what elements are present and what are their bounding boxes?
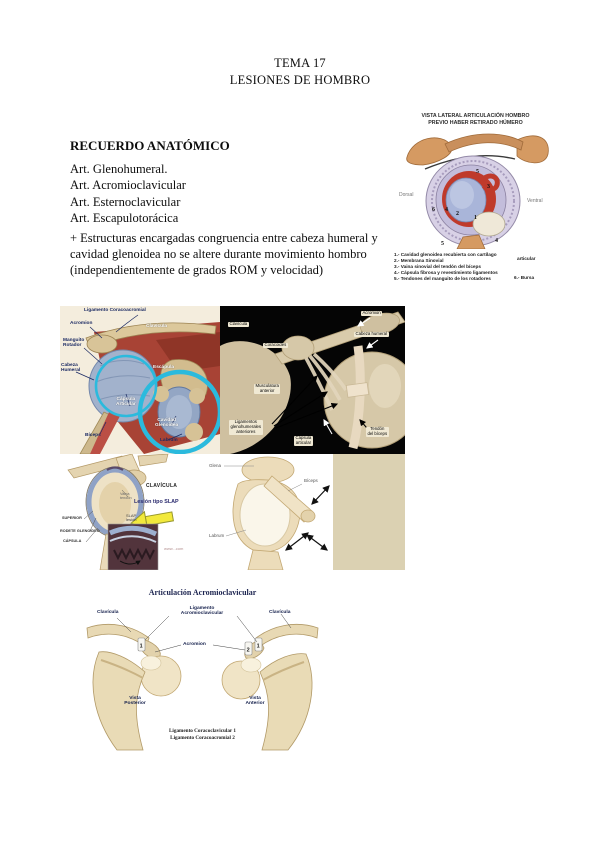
- watermark-text: www...com: [164, 546, 184, 551]
- lateral-figure-legend: 1.- Cavidad glenoidea recubierta con car…: [394, 252, 558, 282]
- label-vista-anterior: Vista Anterior: [245, 696, 265, 707]
- label-clavicula-3d: Clavícula: [228, 321, 249, 327]
- figure-lateral-view: VISTA LATERAL ARTICULACIÓN HOMBRO PREVIO…: [393, 113, 558, 293]
- label-capsula-articular-3d: Cápsula articular: [294, 435, 313, 446]
- label-clavicula-left-ac: Clavícula: [97, 610, 119, 615]
- section-heading: RECUERDO ANATÓMICO: [70, 138, 230, 153]
- label-biceps: Bíceps: [85, 433, 101, 438]
- figure-acromioclavicular: Articulación Acromioclavicular: [85, 588, 320, 764]
- dorsal-label: Dorsal: [399, 192, 414, 198]
- marker-6: 6: [432, 207, 435, 213]
- paragraph-line: (independientemente de grados ROM y velo…: [70, 263, 324, 277]
- label-slap-lesion: SLAP lesión: [126, 513, 137, 523]
- marker-2: 2: [456, 211, 459, 217]
- label-coracoides-3d: Coracoides: [263, 342, 288, 348]
- marker-3: 3: [487, 184, 490, 190]
- label-clavicula-right-ac: Clavícula: [269, 610, 291, 615]
- label-glena: Glena: [209, 463, 222, 468]
- anatomy-collage: Ligamento Coracoacromial Acromion Clavíc…: [60, 306, 405, 570]
- lateral-figure-title: VISTA LATERAL ARTICULACIÓN HOMBRO PREVIO…: [393, 113, 558, 126]
- legend-item-3: 3.- Vaina sinovial del tendón del bíceps: [394, 263, 482, 269]
- legend-item-2: 2.- Membrana Sinovial: [394, 257, 444, 263]
- marker-4b: 4: [495, 238, 498, 244]
- list-item: Art. Glenohumeral.: [70, 162, 168, 176]
- ventral-label: Ventral: [527, 198, 543, 204]
- capsule-illustration: [60, 306, 220, 454]
- title-line-2: LESIONES DE HOMBRO: [229, 73, 371, 87]
- ac-legend-line-2: Ligamento Coracoacromial 2: [170, 734, 235, 741]
- label-capsula-slap: CÁPSULA: [63, 539, 82, 543]
- label-labrum: Labrum: [160, 438, 178, 443]
- label-ligamento-coracoacromial: Ligamento Coracoacromial: [84, 308, 146, 313]
- label-cabeza-humeral-3d: Cabeza humeral: [354, 331, 389, 337]
- label-vista-posterior: Vista Posterior: [124, 696, 146, 707]
- ac-joint-illustration: 1 2 1: [85, 602, 320, 752]
- ac-legend-line-1: Ligamento Coracoclavicular 1: [168, 728, 237, 734]
- slap-illustration: [60, 454, 208, 570]
- label-clavicula: Clavícula: [146, 324, 168, 329]
- legend-item-1-wrap: articular: [517, 256, 536, 261]
- label-superior: SUPERIOR: [62, 516, 82, 520]
- paragraph: + Estructuras encargadas congruencia ent…: [70, 230, 378, 278]
- legend-item-4: 4.- Cápsula fibrosa y revestimiento liga…: [394, 269, 498, 275]
- label-cavidad-glenoidea: Cavidad Glenoidea: [155, 418, 179, 429]
- label-rodete-glenoideo: RODETE GLENOIDEO: [60, 529, 100, 533]
- marker-4: 4: [445, 207, 448, 213]
- list-item: Art. Escapulotorácica: [70, 210, 179, 225]
- label-capsula-articular: Cápsula Articular: [116, 397, 136, 408]
- legend-item-5: 5.- Tendones del manguito de los rotador…: [394, 275, 491, 281]
- label-escapula: Escápula: [153, 365, 175, 370]
- document-title: TEMA 17 LESIONES DE HOMBRO: [0, 55, 600, 89]
- beige-filler-block: [333, 454, 405, 570]
- glenoid-illustration: [208, 454, 333, 570]
- label-ligamentos-glenohumerales-3d: Ligamentos glenohumerales anteriores: [229, 419, 263, 435]
- label-lesion-tipo-slap: Lesión tipo SLAP: [134, 499, 179, 505]
- articulations-list: Art. Glenohumeral. Art. Acromioclavicula…: [70, 161, 186, 226]
- capsule-diagram: Ligamento Coracoacromial Acromion Clavíc…: [60, 306, 220, 454]
- lateral-title-line1: VISTA LATERAL ARTICULACIÓN HOMBRO: [421, 113, 530, 119]
- ac-number-right-2: 2: [247, 648, 250, 654]
- lateral-view-illustration: 5 3 6 4 2 1 5 4: [393, 127, 558, 249]
- label-ligamento-acromioclavicular: Ligamento Acromioclavicular: [180, 606, 224, 617]
- label-clavicula-slap: CLAVÍCULA: [146, 483, 178, 489]
- render3d-illustration: [220, 306, 405, 454]
- list-item: Art. Acromioclavicular: [70, 178, 186, 193]
- ac-figure-legend: Ligamento Coracoclavicular 1 Ligamento C…: [85, 728, 320, 741]
- label-manguito-rotador: Manguito Rotador: [63, 338, 85, 349]
- marker-5b: 5: [441, 241, 444, 247]
- title-line-1: TEMA 17: [274, 56, 326, 70]
- label-vaina-tendon: Vaina tendón: [120, 492, 132, 501]
- label-acromion: Acromion: [70, 321, 93, 326]
- label-acromion-3d: Acromion: [361, 310, 383, 316]
- paragraph-line: cavidad glenoidea no se altere durante m…: [70, 247, 367, 261]
- lateral-title-line2: PREVIO HABER RETIRADO HÚMERO: [428, 119, 523, 126]
- label-cabeza-humeral: Cabeza Humeral: [61, 363, 81, 374]
- label-biceps-glenoid: Bíceps: [304, 478, 318, 483]
- label-tendon-biceps-3d: Tendón del bíceps: [366, 426, 389, 437]
- ac-number-right-1: 1: [257, 644, 260, 650]
- render3d-figure: Clavícula Acromion Cabeza humeral Coraco…: [220, 306, 405, 454]
- label-labrum-glenoid: Labrum: [209, 533, 225, 538]
- paragraph-line: + Estructuras encargadas congruencia ent…: [70, 231, 378, 245]
- slap-diagram: CLAVÍCULA Lesión tipo SLAP Vaina tendón …: [60, 454, 208, 570]
- label-musculatura-anterior-3d: Musculatura anterior: [254, 383, 281, 394]
- marker-5: 5: [476, 169, 479, 175]
- ac-figure-title: Articulación Acromioclavicular: [148, 588, 257, 597]
- list-item: Art. Esternoclavicular: [70, 194, 181, 209]
- glenoid-view: Glena Bíceps Labrum: [208, 454, 333, 570]
- label-acromion-ac: Acromion: [183, 642, 206, 647]
- legend-item-1: 1.- Cavidad glenoidea recubierta con car…: [394, 252, 497, 257]
- legend-item-6: 6.- Bursa: [514, 275, 535, 280]
- ac-number-left: 1: [140, 644, 143, 650]
- marker-1: 1: [474, 215, 477, 221]
